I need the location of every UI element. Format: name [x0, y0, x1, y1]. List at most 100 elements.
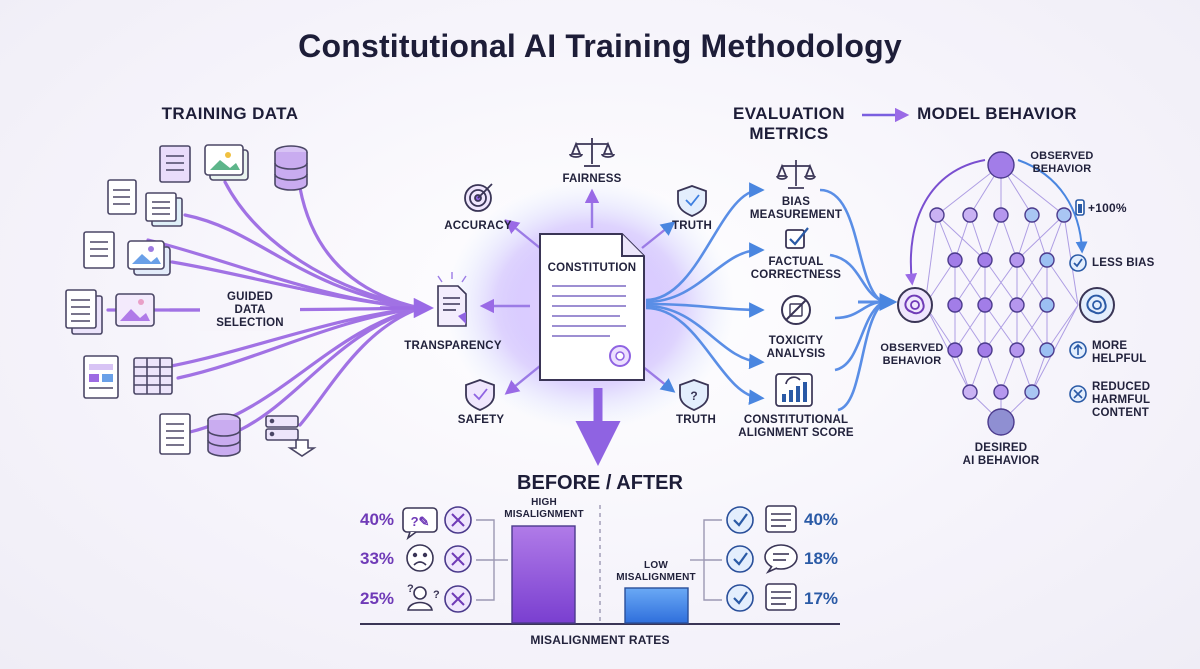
target-icon — [464, 183, 493, 212]
outcome-more-line2: HELPFUL — [1092, 353, 1147, 365]
constitution-arrows — [479, 188, 676, 395]
outcome-reduced-line2: HARMFUL — [1092, 394, 1151, 406]
outcome-plus: +100% — [1088, 201, 1127, 215]
high-line2: MISALIGNMENT — [504, 509, 584, 520]
outcome-less-bias: LESS BIAS — [1092, 257, 1155, 269]
question-mark-glyph: ? — [433, 589, 440, 601]
observed-left-line2: BEHAVIOR — [882, 355, 942, 367]
image-icon — [115, 293, 155, 327]
metric-toxicity: TOXICITY ANALYSIS — [746, 335, 846, 361]
feedback-arrows — [905, 159, 1088, 286]
document-icon — [65, 289, 103, 335]
outcome-more-line1: MORE — [1092, 340, 1128, 352]
transparency-document-icon — [437, 272, 467, 327]
battery-icon — [1075, 199, 1085, 216]
after-pct-3: 17% — [804, 589, 839, 608]
evaluation-heading-line2: METRICS — [749, 124, 829, 143]
check-circle-icon — [726, 584, 754, 612]
neural-network-edges — [924, 164, 1079, 423]
page-title: Constitutional AI Training Methodology — [298, 28, 902, 64]
principle-truth-bottom: TRUTH — [676, 414, 716, 426]
high-misalignment-label: HIGH MISALIGNMENT — [494, 497, 594, 521]
constitution-label: CONSTITUTION — [547, 262, 637, 274]
guided-line1: GUIDED — [227, 291, 273, 303]
x-circle-icon — [1069, 385, 1087, 403]
evaluation-metrics-heading: EVALUATION METRICS — [724, 104, 854, 144]
principle-transparency: TRANSPARENCY — [404, 340, 502, 352]
checkbox-icon — [785, 227, 809, 249]
ai-logo-icon — [897, 287, 933, 323]
observed-left-line1: OBSERVED — [880, 342, 944, 354]
desired-ai-behavior: DESIRED AI BEHAVIOR — [950, 442, 1052, 468]
metric-factual: FACTUAL CORRECTNESS — [746, 256, 846, 282]
metric-alignment-line2: ALIGNMENT SCORE — [738, 427, 854, 439]
training-data-heading: TRAINING DATA — [161, 104, 299, 123]
metric-factual-line2: CORRECTNESS — [750, 269, 842, 281]
principle-safety: SAFETY — [457, 414, 505, 426]
before-pct-3: 25% — [360, 589, 395, 608]
x-circle-icon — [444, 585, 472, 613]
arrow-up-circle-icon — [1069, 341, 1087, 359]
principle-fairness: FAIRNESS — [562, 173, 622, 185]
database-icon — [207, 413, 241, 457]
metric-bias-line1: BIAS — [781, 196, 811, 208]
check-circle-icon — [726, 545, 754, 573]
neural-network-nodes — [929, 151, 1072, 436]
principle-truth-top: TRUTH — [672, 220, 712, 232]
document-icon — [107, 179, 137, 215]
chat-bubble-icon — [764, 544, 798, 574]
check-circle-icon — [1069, 254, 1087, 272]
check-circle-icon — [726, 506, 754, 534]
guided-line2: DATA — [234, 304, 266, 316]
misalignment-rates-axis-label: MISALIGNMENT RATES — [530, 633, 670, 647]
x-circle-icon — [444, 545, 472, 573]
training-data-icons — [65, 144, 317, 457]
metric-alignment: CONSTITUTIONAL ALIGNMENT SCORE — [730, 414, 862, 440]
server-icon — [265, 415, 317, 457]
question-mark-glyph: ? — [407, 583, 414, 595]
document-icon — [145, 192, 183, 227]
desired-line2: AI BEHAVIOR — [962, 455, 1040, 467]
sad-face-icon — [406, 544, 434, 572]
metric-bias-line2: MEASUREMENT — [749, 209, 843, 221]
outcome-more-helpful: MORE HELPFUL — [1092, 340, 1162, 366]
metric-bias: BIAS MEASUREMENT — [746, 196, 846, 222]
chat-document-icon — [765, 505, 797, 533]
principle-accuracy: ACCURACY — [444, 220, 512, 232]
high-line1: HIGH — [531, 497, 557, 508]
chart-document-icon — [83, 355, 119, 399]
x-circle-icon — [444, 506, 472, 534]
after-bracket — [690, 519, 722, 601]
evaluation-heading-line1: EVALUATION — [733, 104, 845, 123]
low-line2: MISALIGNMENT — [616, 572, 696, 583]
desired-line1: DESIRED — [974, 442, 1028, 454]
low-misalignment-bar — [624, 587, 689, 624]
before-bracket — [476, 519, 508, 601]
observed-top-line1: OBSERVED — [1030, 150, 1094, 162]
scales-icon — [569, 138, 615, 167]
low-misalignment-label: LOW MISALIGNMENT — [606, 560, 706, 584]
ai-logo-icon — [1079, 287, 1115, 323]
guided-line3: SELECTION — [216, 317, 284, 329]
document-icon — [83, 231, 115, 269]
before-pct-1: 40% — [360, 510, 395, 529]
confused-document-icon — [402, 507, 438, 541]
database-icon — [274, 145, 308, 191]
chat-document-icon — [765, 583, 797, 611]
question-mark-glyph: ? — [690, 389, 697, 403]
metric-factual-line1: FACTUAL — [768, 256, 824, 268]
model-behavior-heading: MODEL BEHAVIOR — [917, 104, 1077, 123]
observed-behavior-top: OBSERVED BEHAVIOR — [1022, 150, 1102, 176]
shield-question-icon — [679, 379, 709, 411]
outcome-reduced-harmful: REDUCED HARMFUL CONTENT — [1092, 381, 1172, 420]
after-pct-2: 18% — [804, 549, 839, 568]
guided-data-selection-label: GUIDED DATA SELECTION — [200, 290, 300, 331]
table-icon — [133, 357, 173, 395]
before-after-heading: BEFORE / AFTER — [517, 472, 683, 494]
image-icon — [127, 240, 171, 276]
confused-person-icon — [407, 586, 433, 611]
observed-behavior-left: OBSERVED BEHAVIOR — [872, 342, 952, 368]
image-icon — [204, 144, 249, 181]
metric-toxicity-line1: TOXICITY — [768, 335, 824, 347]
